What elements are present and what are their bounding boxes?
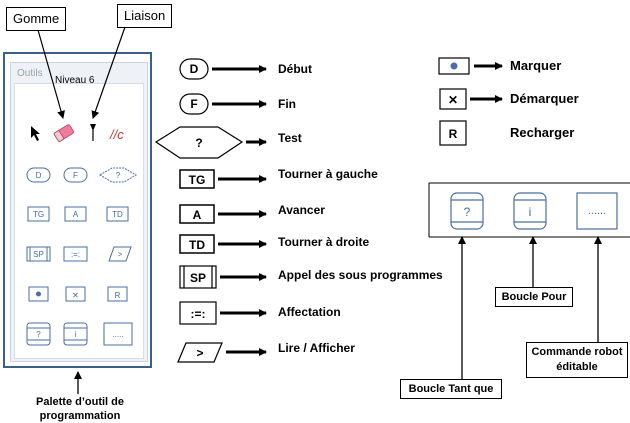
eraser-icon[interactable] [53,124,75,143]
commande-label-box: Commande robot éditable [526,342,628,378]
loop-commande-text: ...... [588,205,606,217]
legend-tg-label: Tourner à gauche [278,167,378,181]
palette-debut-text: D [36,171,42,180]
loop-pour-symbol [513,192,547,230]
legend-debut-symbol-text: D [190,62,199,76]
palette-caption: Palette d’outil de programmation [35,396,124,422]
legend-td-symbol-text: TD [189,238,205,252]
palette-commande-text: ..... [112,330,123,339]
legend-affectation-label: Affectation [278,305,341,319]
legend-demarquer-symbol-text: ✕ [448,93,458,107]
palette-td-text: TD [112,210,123,219]
gomme-callout: Gomme [6,7,67,31]
legend-lire-symbol-text: > [196,346,203,360]
palette-affectation-symbol[interactable] [63,246,88,262]
palette-tg-text: TG [33,210,44,219]
marker-dot-icon [36,291,41,297]
palette-fin-symbol[interactable] [63,167,88,183]
palette-sp-symbol[interactable] [26,246,51,262]
palette-recharger-text: R [115,291,121,300]
legend-test-symbol-text: ? [195,136,202,150]
legend-recharger-symbol [439,120,467,146]
liaison-callout: Liaison [117,4,173,28]
legend-avancer-label: Avancer [278,203,325,217]
liaison-pointer [91,26,126,119]
palette-tantque-text: ? [36,330,41,339]
legend-demarquer-symbol [439,88,467,110]
legend-test-label: Test [278,131,302,145]
palette-lire-symbol[interactable] [108,246,132,262]
pour-label-box: Boucle Pour [495,287,573,307]
legend-marker-dot-icon [450,62,458,70]
palette-affectation-text: :=: [71,250,80,259]
legend-sp-label: Appel des sous programmes [278,268,443,282]
palette-avancer-symbol[interactable] [64,206,87,222]
legend-debut-symbol [179,58,209,80]
palette-tg-symbol[interactable] [27,206,50,222]
pour-label: Boucle Pour [501,291,567,303]
level-label: Niveau 6 [55,75,95,86]
legend-marquer-label: Marquer [510,58,562,73]
tantque-label: Boucle Tant que [408,383,494,395]
legend-lire-symbol [177,342,223,363]
palette-debut-symbol[interactable] [26,167,51,183]
palette-avancer-text: A [73,210,79,219]
palette-demarquer-text: ✕ [72,291,79,300]
legend-affectation-symbol-text: :=: [191,307,206,321]
legend-sp-symbol-text: SP [190,271,206,285]
legend-recharger-label: Recharger [510,125,575,140]
link-style-tool[interactable]: //c [109,127,124,142]
loop-pour-text: i [529,205,532,219]
legend-sp-symbol [179,265,217,289]
legend-test-symbol [154,126,244,159]
legend-debut-label: Début [278,62,312,76]
legend-affectation-symbol [179,301,217,325]
link-tool-icon[interactable] [90,124,96,141]
loop-tantque-text: ? [464,205,471,219]
legend-recharger-symbol-text: R [449,127,458,141]
gomme-label: Gomme [13,11,60,26]
window-title: Outils [17,68,43,79]
palette-demarquer-symbol[interactable] [65,286,86,302]
legend-fin-symbol-text: F [190,97,197,111]
gomme-pointer [37,29,65,119]
palette-recharger-symbol[interactable] [107,286,128,302]
palette-commande-symbol[interactable] [103,322,133,346]
legend-avancer-symbol [179,204,215,224]
palette-lire-text: > [118,250,123,259]
loop-commande-symbol [576,192,618,230]
legend-fin-symbol [179,93,209,115]
palette-sp-text: SP [33,250,44,259]
legend-td-label: Tourner à droite [278,235,370,249]
legend-td-symbol [179,234,215,254]
legend-avancer-symbol-text: A [193,208,202,222]
palette-pour-text: i [75,330,77,339]
legend-tg-symbol [179,169,215,189]
loop-tantque-symbol [450,192,484,230]
palette-test-symbol[interactable] [99,167,137,183]
commande-label: Commande robot éditable [531,346,623,373]
arrow-cursor-icon[interactable] [31,126,40,141]
legend-fin-label: Fin [278,97,296,111]
palette-test-text: ? [116,171,121,180]
liaison-label: Liaison [124,8,166,23]
palette-td-symbol[interactable] [106,206,129,222]
tantque-label-box: Boucle Tant que [400,379,502,399]
legend-tg-symbol-text: TG [189,173,206,187]
legend-demarquer-label: Démarquer [510,91,579,106]
legend-lire-label: Lire / Afficher [278,341,355,355]
palette-fin-text: F [73,171,78,180]
